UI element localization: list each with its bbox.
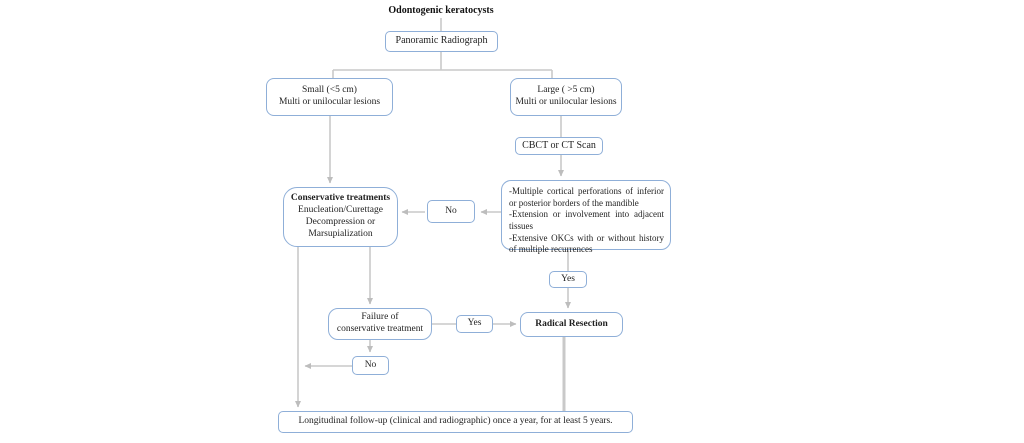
node-line: Large ( >5 cm) [537, 85, 595, 96]
node-line: Small (<5 cm) [302, 85, 357, 96]
node-panoramic-radiograph: Panoramic Radiograph [385, 31, 498, 52]
findings-item: -Extensive OKCs with or without history … [509, 232, 664, 255]
node-title: Conservative treatments [290, 193, 391, 204]
node-cbct-scan: CBCT or CT Scan [515, 137, 603, 155]
node-line: Marsupialization [308, 228, 373, 239]
node-label: Yes [561, 273, 575, 284]
node-label: CBCT or CT Scan [522, 139, 596, 151]
node-line: Failure of [361, 312, 399, 323]
findings-item: -Extension or involvement into adjacent … [509, 209, 664, 232]
node-yes-findings: Yes [549, 271, 587, 288]
node-line: Decompression or [305, 217, 376, 227]
node-ct-findings: -Multiple cortical perforations of infer… [501, 180, 671, 254]
node-radical-resection: Radical Resection [520, 312, 623, 337]
node-failure-conservative: Failure of conservative treatment [328, 308, 432, 340]
node-yes-failure: Yes [456, 315, 493, 333]
node-small-lesion: Small (<5 cm) Multi or unilocular lesion… [266, 78, 393, 116]
node-label: Panoramic Radiograph [395, 35, 488, 47]
node-label: Yes [467, 318, 482, 329]
node-conservative-treatments: Conservative treatments Enucleation/Cure… [283, 187, 398, 247]
node-line: Multi or unilocular lesions [278, 97, 381, 107]
node-followup: Longitudinal follow-up (clinical and rad… [278, 411, 633, 433]
node-line: Multi or unilocular lesions [515, 97, 617, 107]
node-no-findings: No [427, 200, 475, 223]
diagram-title: Odontogenic keratocysts [388, 5, 494, 16]
node-large-lesion: Large ( >5 cm) Multi or unilocular lesio… [510, 78, 622, 116]
node-no-failure: No [352, 356, 389, 375]
node-line: Enucleation/Curettage [298, 205, 383, 216]
node-label: No [445, 205, 457, 216]
findings-item: -Multiple cortical perforations of infer… [509, 186, 664, 208]
node-line: conservative treatment [336, 324, 424, 334]
node-label: No [364, 359, 377, 370]
node-label: Longitudinal follow-up (clinical and rad… [298, 416, 613, 427]
node-label: Radical Resection [535, 318, 608, 329]
